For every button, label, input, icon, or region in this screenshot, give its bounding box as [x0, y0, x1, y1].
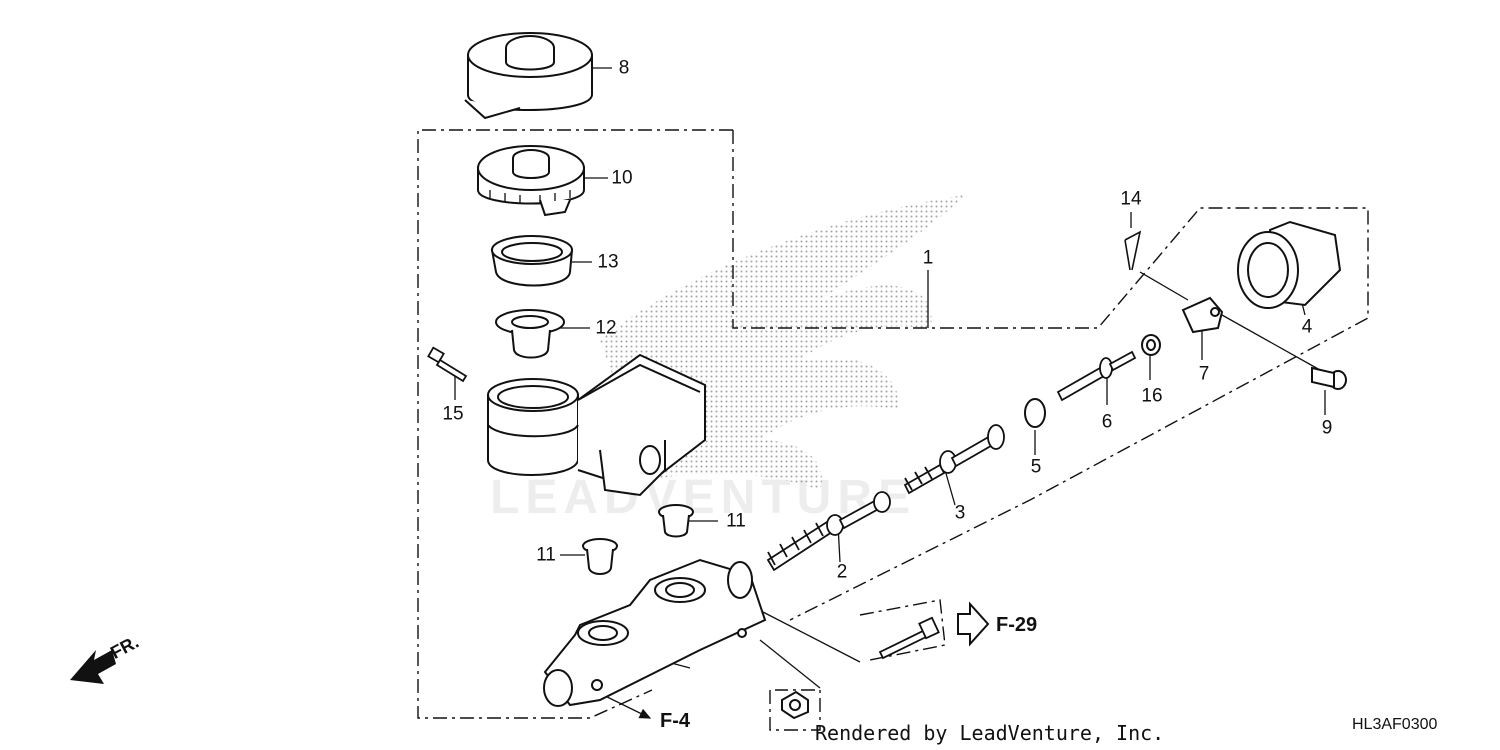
- callout-15: 15: [442, 403, 464, 425]
- part-3-secondary-piston: [903, 424, 1005, 495]
- part-13-diaphragm: [490, 235, 574, 287]
- leader-lines: [454, 67, 1326, 719]
- part-2-primary-piston: [766, 491, 891, 572]
- callout-7: 7: [1198, 363, 1210, 385]
- render-credit: Rendered by LeadVenture, Inc.: [815, 721, 1165, 745]
- callout-3: 3: [954, 502, 966, 524]
- part-6-push-rod: [1056, 350, 1137, 402]
- part-15-bolt: [427, 346, 468, 383]
- part-7-clevis: [1181, 296, 1224, 334]
- callout-8: 8: [618, 57, 630, 79]
- diagram-code: HL3AF0300: [1352, 716, 1438, 733]
- master-cylinder-reservoir: [487, 353, 706, 497]
- callout-1: 1: [922, 247, 934, 269]
- part-8-reservoir-cap-cover: [464, 32, 593, 120]
- callout-6: 6: [1101, 411, 1113, 433]
- part-14-cotter-pin: [1124, 230, 1142, 271]
- callout-14: 14: [1120, 188, 1142, 210]
- front-direction-arrow: [70, 650, 116, 684]
- callout-9: 9: [1321, 417, 1333, 439]
- assembly-boundary: [417, 129, 1369, 731]
- ref-arrow-f29: [957, 601, 990, 647]
- callout-11-lower: 11: [536, 544, 556, 566]
- master-cylinder-body: [543, 558, 767, 707]
- part-16-nut: [1141, 334, 1161, 356]
- part-9-clevis-pin: [1311, 366, 1347, 390]
- ref-label-f4[interactable]: F-4: [660, 710, 690, 732]
- ref-label-f29[interactable]: F-29: [996, 614, 1038, 636]
- callout-13: 13: [597, 251, 619, 273]
- part-10-reservoir-cap: [477, 145, 585, 217]
- mounting-nut: [781, 690, 809, 720]
- part-11-grommet-b: [582, 538, 618, 575]
- part-5-circlip: [1024, 398, 1046, 428]
- callout-5: 5: [1030, 456, 1042, 478]
- part-12-diaphragm-plate: [495, 309, 565, 359]
- callout-16: 16: [1141, 385, 1163, 407]
- callout-10: 10: [611, 167, 633, 189]
- mounting-bolt: [878, 616, 940, 660]
- callout-2: 2: [836, 561, 848, 583]
- callout-12: 12: [595, 317, 617, 339]
- callout-4: 4: [1301, 316, 1313, 338]
- part-4-boot: [1237, 220, 1342, 309]
- watermark-text: LEADVENTURE: [490, 471, 917, 524]
- callout-11-upper: 11: [726, 510, 746, 532]
- part-11-grommet-a: [658, 504, 694, 538]
